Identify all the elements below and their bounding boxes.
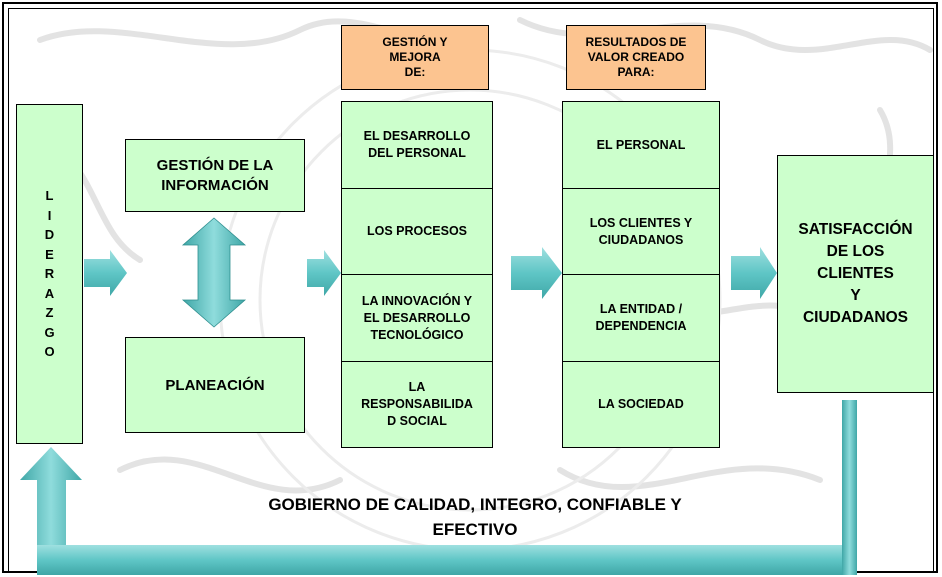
leadership-letter: A (44, 285, 55, 301)
management-column: EL DESARROLLO DEL PERSONAL LOS PROCESOS … (341, 101, 493, 448)
management-header: GESTIÓN Y MEJORA DE: (341, 25, 489, 90)
management-item: LA RESPONSABILIDA D SOCIAL (361, 380, 473, 428)
leadership-letter: E (45, 246, 54, 262)
results-item: EL PERSONAL (563, 102, 719, 189)
info-management-box: GESTIÓN DE LA INFORMACIÓN (125, 139, 305, 212)
footer-caption: GOBIERNO DE CALIDAD, INTEGRO, CONFIABLE … (268, 495, 682, 539)
satisfaction-box: SATISFACCIÓN DE LOS CLIENTES Y CIUDADANO… (777, 155, 934, 393)
management-item: LA INNOVACIÓN Y EL DESARROLLO TECNOLÓGIC… (342, 275, 492, 362)
leadership-letter: O (44, 344, 55, 360)
management-item: EL DESARROLLO DEL PERSONAL (342, 102, 492, 189)
results-column: EL PERSONAL LOS CLIENTES Y CIUDADANOS LA… (562, 101, 720, 448)
results-item: LOS CLIENTES Y CIUDADANOS (563, 189, 719, 275)
leadership-letter: R (44, 266, 55, 282)
management-item: LOS PROCESOS (342, 189, 492, 275)
results-item: LA SOCIEDAD (598, 397, 684, 411)
leadership-letter: G (44, 324, 55, 340)
leadership-letter: L (45, 188, 54, 204)
leadership-letter: Z (45, 305, 54, 321)
leadership-letter: D (44, 227, 55, 243)
planning-box: PLANEACIÓN (125, 337, 305, 433)
results-header: RESULTADOS DE VALOR CREADO PARA: (566, 25, 706, 90)
leadership-letter: I (47, 207, 52, 223)
results-item: LA ENTIDAD / DEPENDENCIA (563, 275, 719, 362)
